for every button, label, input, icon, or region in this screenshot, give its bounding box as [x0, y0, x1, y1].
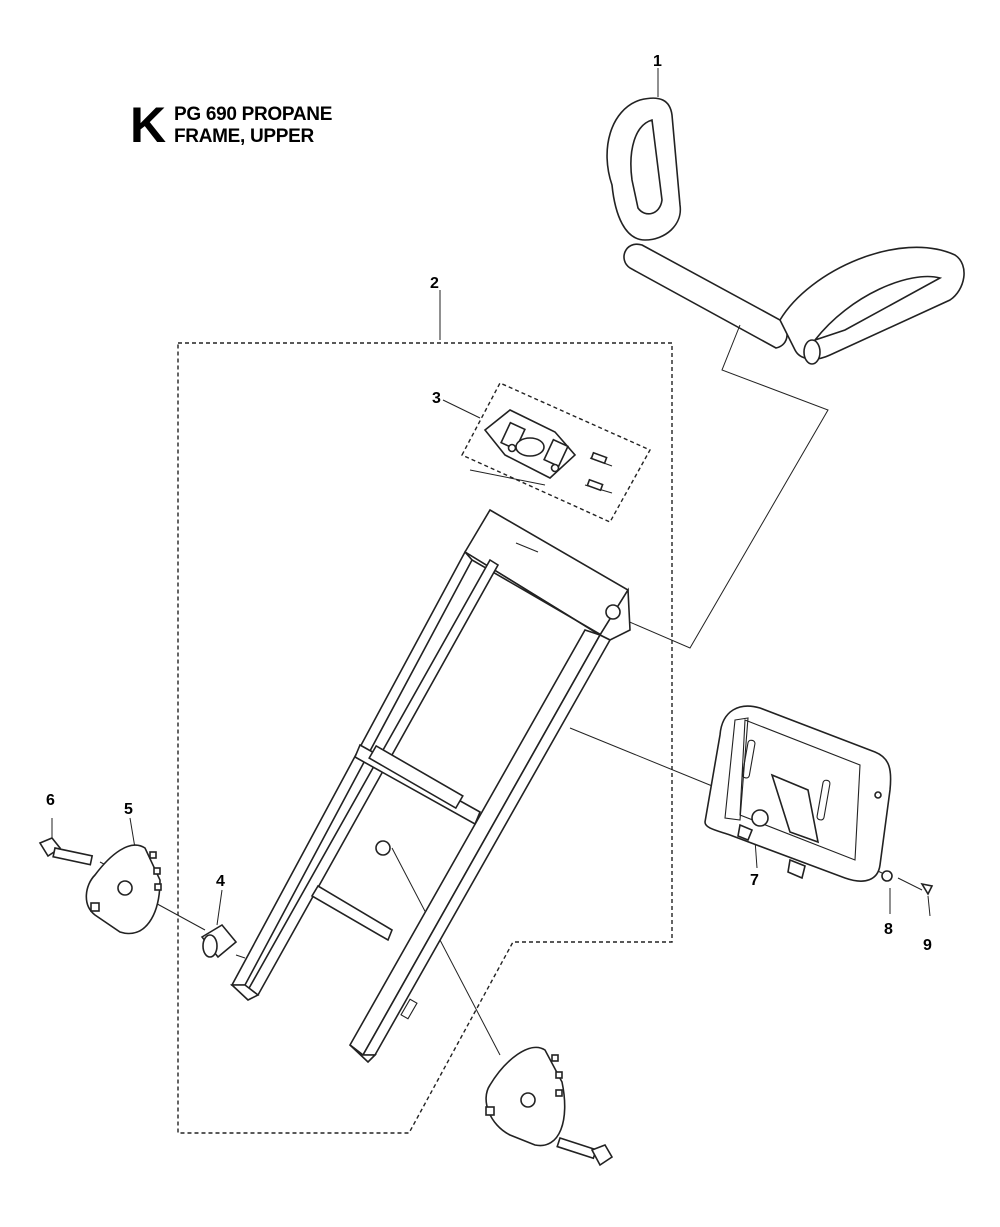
callout-9: 9 [923, 937, 932, 954]
part-7-side-cover[interactable] [704, 705, 892, 882]
assembly-subtitle: FRAME, UPPER [174, 126, 314, 147]
callout-5: 5 [124, 801, 133, 818]
callout-1: 1 [653, 53, 662, 70]
model-title: PG 690 PROPANE [174, 104, 333, 125]
part-1-handle[interactable] [606, 68, 965, 365]
callout-4: 4 [216, 873, 225, 890]
callout-2: 2 [430, 275, 439, 292]
part-5-index-plate[interactable] [85, 844, 162, 935]
part-2-assembly-outline [177, 342, 673, 1134]
upper-frame[interactable] [229, 508, 631, 1064]
callout-3: 3 [432, 390, 441, 407]
callout-7: 7 [750, 872, 759, 889]
part-6-bolt[interactable] [38, 837, 94, 866]
part-3-clamp-kit[interactable] [461, 382, 651, 523]
lower-index-plate-and-bolt[interactable] [485, 1046, 614, 1167]
callout-6: 6 [46, 792, 55, 809]
section-letter: K [130, 97, 167, 153]
part-9-screw[interactable] [920, 882, 934, 896]
part-8-washer[interactable] [881, 870, 893, 882]
callout-8: 8 [884, 921, 893, 938]
connection-lines [51, 290, 931, 1056]
part-4-bushing[interactable] [200, 923, 238, 959]
